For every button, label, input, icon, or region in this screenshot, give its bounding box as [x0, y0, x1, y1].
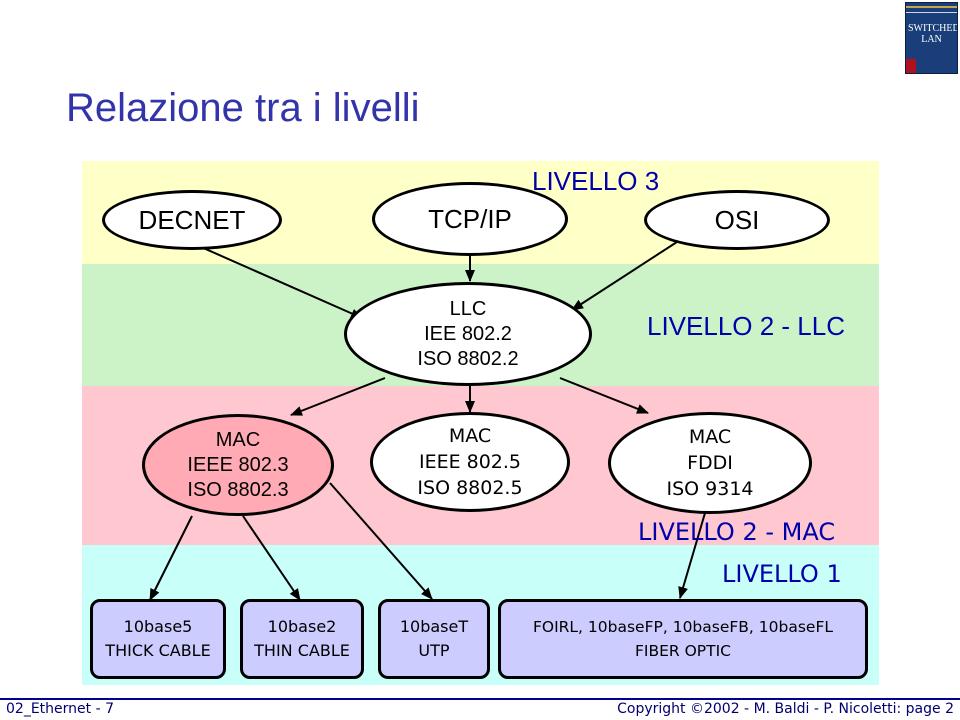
phy-box-10base2: 10base2 THIN CABLE: [240, 599, 364, 679]
footer-copyright: Copyright ©2002 - M. Baldi - P. Nicolett…: [617, 701, 954, 717]
node-tcpip: TCP/IP: [372, 182, 568, 256]
footer-divider: [0, 698, 960, 700]
phy-box-10baset: 10baseT UTP: [378, 599, 490, 679]
node-decnet: DECNET: [102, 190, 282, 250]
node-llc: LLC IEE 802.2 ISO 8802.2: [344, 282, 592, 386]
node-mac-8025: MAC IEEE 802.5 ISO 8802.5: [370, 412, 570, 512]
label-livello3: LIVELLO 3: [532, 166, 660, 196]
node-mac-8023: MAC IEEE 802.3 ISO 8802.3: [142, 414, 334, 516]
node-osi: OSI: [644, 190, 830, 250]
book-title: SWITCHED LAN: [908, 23, 958, 45]
footer-slide-id: 02_Ethernet - 7: [6, 701, 114, 717]
phy-box-fiber: FOIRL, 10baseFP, 10baseFB, 10baseFL FIBE…: [498, 599, 868, 679]
page-title: Relazione tra i livelli: [66, 86, 420, 130]
node-mac-fddi: MAC FDDI ISO 9314: [608, 412, 812, 514]
label-livello2-mac: LIVELLO 2 - MAC: [638, 518, 836, 546]
label-livello1: LIVELLO 1: [722, 560, 842, 588]
book-cover-logo: SWITCHED LAN: [905, 2, 958, 74]
label-livello2-llc: LIVELLO 2 - LLC: [647, 311, 845, 341]
phy-box-10base5: 10base5 THICK CABLE: [90, 599, 226, 679]
